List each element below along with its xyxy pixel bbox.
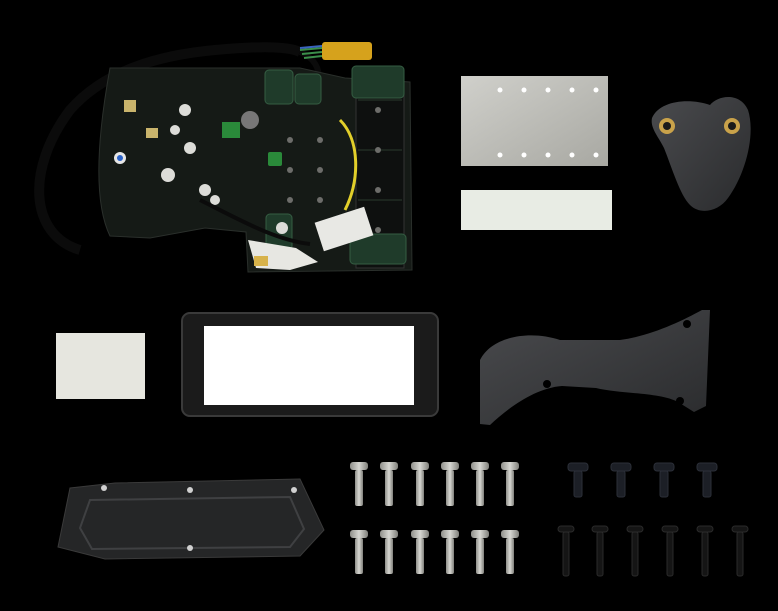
screw-silver bbox=[350, 530, 368, 574]
gasket-frame bbox=[181, 312, 439, 417]
screw-black-long bbox=[626, 525, 644, 577]
screw-silver bbox=[441, 462, 459, 506]
screw-black-long bbox=[557, 525, 575, 577]
screw-black-long bbox=[591, 525, 609, 577]
screw-black-long bbox=[661, 525, 679, 577]
screws-black-short bbox=[567, 462, 718, 498]
screw-silver bbox=[471, 530, 489, 574]
thermal-pad-strip bbox=[461, 190, 612, 230]
screw-silver bbox=[471, 462, 489, 506]
screw-black-short bbox=[696, 462, 718, 498]
screw-black-long bbox=[696, 525, 714, 577]
screw-black-long bbox=[731, 525, 749, 577]
thermal-pad-large bbox=[461, 76, 608, 166]
foam-pad-square bbox=[56, 333, 145, 399]
screw-silver bbox=[501, 462, 519, 506]
mount-bracket-large bbox=[480, 310, 710, 425]
connector-yellow bbox=[322, 42, 372, 60]
screw-black-short bbox=[653, 462, 675, 498]
controller-board bbox=[34, 42, 413, 273]
screws-black-long bbox=[557, 525, 749, 577]
screw-silver bbox=[411, 530, 429, 574]
screw-silver bbox=[411, 462, 429, 506]
screw-silver bbox=[501, 530, 519, 574]
cover-plate bbox=[57, 478, 325, 560]
screw-silver bbox=[441, 530, 459, 574]
screw-black-short bbox=[610, 462, 632, 498]
mount-bracket-small bbox=[651, 96, 751, 211]
screw-silver bbox=[380, 530, 398, 574]
screw-silver bbox=[350, 462, 368, 506]
screw-silver bbox=[380, 462, 398, 506]
screws-silver bbox=[350, 462, 519, 574]
screw-black-short bbox=[567, 462, 589, 498]
